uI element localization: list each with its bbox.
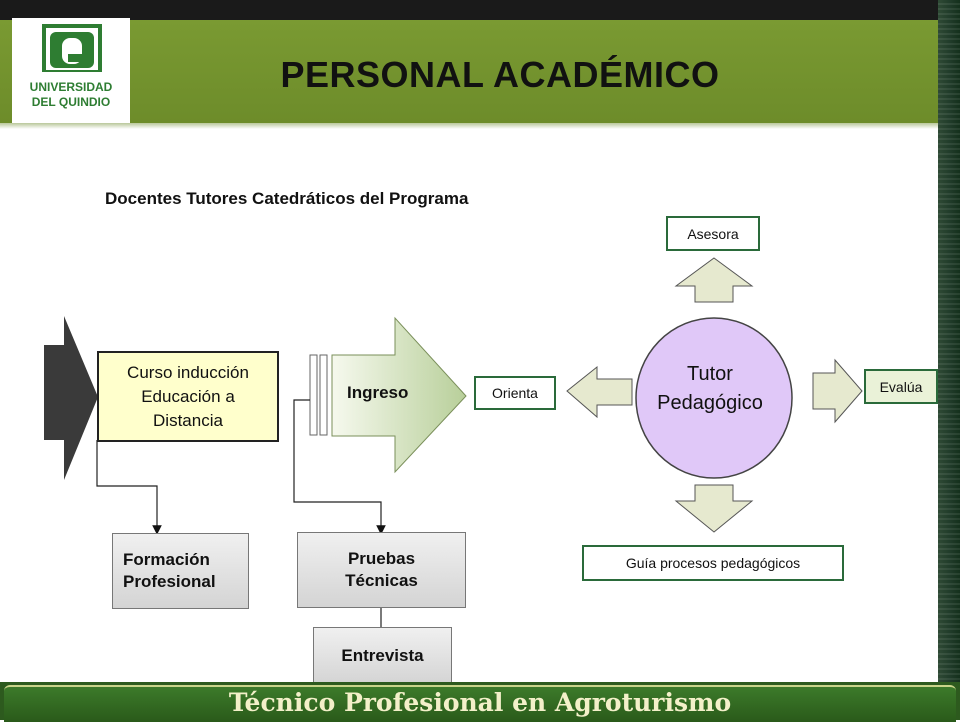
curso-line-1: Curso inducción	[127, 362, 249, 382]
tutor-label: Tutor Pedagógico	[640, 360, 780, 418]
orienta-box: Orienta	[474, 376, 556, 410]
pruebas-tecnicas-box: Pruebas Técnicas	[297, 532, 466, 608]
footer-inner-panel	[4, 685, 956, 722]
curso-line-2: Educación a	[141, 386, 235, 406]
header-shadow	[0, 123, 938, 129]
svg-text:UNIVERSIDAD: UNIVERSIDAD	[30, 80, 113, 94]
evalua-label: Evalúa	[879, 378, 923, 395]
connector-ingreso-pruebas	[293, 399, 386, 535]
down-arrow	[674, 484, 754, 533]
diagram-subtitle: Docentes Tutores Catedráticos del Progra…	[105, 189, 469, 208]
orienta-label: Orienta	[492, 385, 538, 401]
tutor-line-1: Tutor	[687, 363, 733, 385]
entrevista-box: Entrevista	[313, 627, 452, 685]
guia-label: Guía procesos pedagógicos	[625, 555, 801, 571]
asesora-box: Asesora	[666, 216, 760, 251]
page-title: PERSONAL ACADÉMICO	[280, 54, 720, 95]
up-arrow	[674, 257, 754, 303]
pruebas-line-2: Técnicas	[345, 571, 418, 590]
guia-box: Guía procesos pedagógicos	[582, 545, 844, 581]
footer-title: Técnico Profesional en Agroturismo	[228, 688, 732, 717]
header-banner	[0, 20, 938, 123]
left-arrow	[566, 365, 633, 419]
connector-curso-formacion	[96, 440, 162, 535]
ingreso-bar-2	[319, 354, 328, 436]
university-logo-icon: UNIVERSIDAD DEL QUINDIO	[30, 24, 113, 109]
right-arrow	[812, 358, 863, 424]
formacion-line-1: Formación	[123, 550, 210, 569]
curso-induccion-box: Curso inducción Educación a Distancia	[97, 351, 279, 442]
ingreso-label: Ingreso	[347, 383, 409, 402]
tutor-ellipse	[635, 317, 793, 479]
tutor-line-2: Pedagógico	[657, 392, 763, 414]
top-bar	[0, 0, 960, 20]
evalua-box: Evalúa	[864, 369, 938, 404]
curso-line-3: Distancia	[153, 410, 223, 430]
left-dark-arrow	[44, 316, 98, 480]
formacion-line-2: Profesional	[123, 572, 216, 591]
ingreso-bar-1	[309, 354, 318, 436]
formacion-profesional-box: Formación Profesional	[112, 533, 249, 609]
svg-text:DEL QUINDIO: DEL QUINDIO	[32, 95, 110, 109]
entrevista-label: Entrevista	[341, 646, 424, 665]
asesora-label: Asesora	[687, 225, 739, 242]
right-decorative-stripe	[938, 0, 960, 720]
ingreso-arrow	[331, 316, 467, 474]
university-logo: UNIVERSIDAD DEL QUINDIO	[12, 18, 130, 123]
pruebas-line-1: Pruebas	[347, 549, 416, 568]
